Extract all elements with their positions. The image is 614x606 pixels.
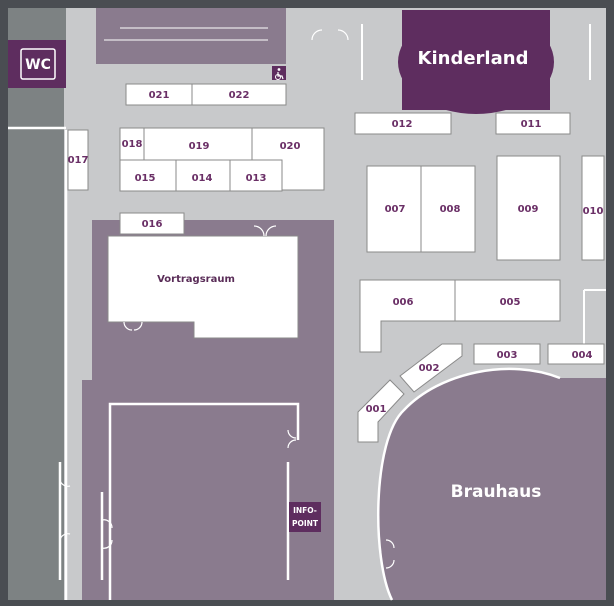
svg-text:021: 021 bbox=[149, 90, 170, 101]
booth-014[interactable]: 014 bbox=[175, 159, 231, 192]
svg-text:019: 019 bbox=[189, 141, 210, 152]
booth-015[interactable]: 015 bbox=[119, 159, 177, 192]
svg-text:012: 012 bbox=[392, 119, 413, 130]
svg-text:001: 001 bbox=[366, 404, 387, 415]
svg-text:013: 013 bbox=[246, 173, 267, 184]
info-point-line2: POINT bbox=[292, 519, 319, 528]
booth-004[interactable]: 004 bbox=[547, 343, 605, 365]
booth-002[interactable]: 002 bbox=[399, 343, 463, 393]
booth-007[interactable]: 007 bbox=[366, 165, 422, 253]
svg-text:009: 009 bbox=[518, 204, 539, 215]
booth-022[interactable]: 022 bbox=[191, 83, 287, 106]
svg-text:008: 008 bbox=[440, 204, 461, 215]
svg-text:015: 015 bbox=[135, 173, 156, 184]
top-purple-room bbox=[96, 8, 286, 64]
hall-walls bbox=[108, 402, 300, 600]
booth-018[interactable]: 018 bbox=[119, 127, 145, 161]
svg-text:018: 018 bbox=[122, 139, 143, 150]
booth-021[interactable]: 021 bbox=[125, 83, 193, 106]
svg-text:004: 004 bbox=[572, 350, 593, 361]
booth-005[interactable]: 005 bbox=[454, 279, 561, 322]
svg-text:022: 022 bbox=[229, 90, 250, 101]
brauhaus-label: Brauhaus bbox=[451, 482, 542, 502]
lower-hall bbox=[82, 380, 334, 600]
svg-text:006: 006 bbox=[393, 297, 414, 308]
booth-003[interactable]: 003 bbox=[473, 343, 541, 365]
info-point-line1: INFO- bbox=[293, 506, 317, 515]
svg-text:005: 005 bbox=[500, 297, 521, 308]
svg-text:016: 016 bbox=[142, 219, 163, 230]
booth-008[interactable]: 008 bbox=[420, 165, 476, 253]
svg-text:002: 002 bbox=[419, 363, 440, 374]
brauhaus-area[interactable]: Brauhaus bbox=[377, 367, 606, 601]
booth-017[interactable]: 017 bbox=[67, 129, 89, 191]
booth-001[interactable]: 001 bbox=[357, 379, 405, 443]
info-point[interactable]: INFO- POINT bbox=[289, 502, 321, 532]
booth-010[interactable]: 010 bbox=[581, 155, 605, 261]
vortragsraum-room[interactable]: Vortragsraum bbox=[107, 235, 299, 339]
wheelchair-icon bbox=[272, 66, 286, 80]
svg-text:007: 007 bbox=[385, 204, 406, 215]
svg-text:003: 003 bbox=[497, 350, 518, 361]
right-wall-segment bbox=[583, 289, 606, 344]
left-corridor bbox=[8, 88, 64, 600]
vortragsraum-label: Vortragsraum bbox=[157, 274, 235, 285]
wc-label: WC bbox=[25, 57, 51, 73]
booth-019[interactable]: 019 bbox=[143, 127, 253, 161]
kinderland-label: Kinderland bbox=[418, 48, 529, 69]
booth-013[interactable]: 013 bbox=[229, 159, 283, 192]
booth-016[interactable]: 016 bbox=[119, 212, 185, 235]
svg-text:010: 010 bbox=[583, 206, 604, 217]
svg-text:011: 011 bbox=[521, 119, 542, 130]
svg-text:017: 017 bbox=[68, 155, 89, 166]
svg-text:014: 014 bbox=[192, 173, 213, 184]
booth-011[interactable]: 011 bbox=[495, 112, 571, 135]
kinderland-area[interactable]: Kinderland bbox=[398, 10, 554, 114]
kinderland-wall bbox=[361, 24, 591, 80]
wc-room[interactable]: WC bbox=[8, 40, 66, 88]
svg-text:020: 020 bbox=[280, 141, 301, 152]
booth-009[interactable]: 009 bbox=[496, 155, 561, 261]
door-swings bbox=[59, 29, 395, 569]
booth-012[interactable]: 012 bbox=[354, 112, 452, 135]
